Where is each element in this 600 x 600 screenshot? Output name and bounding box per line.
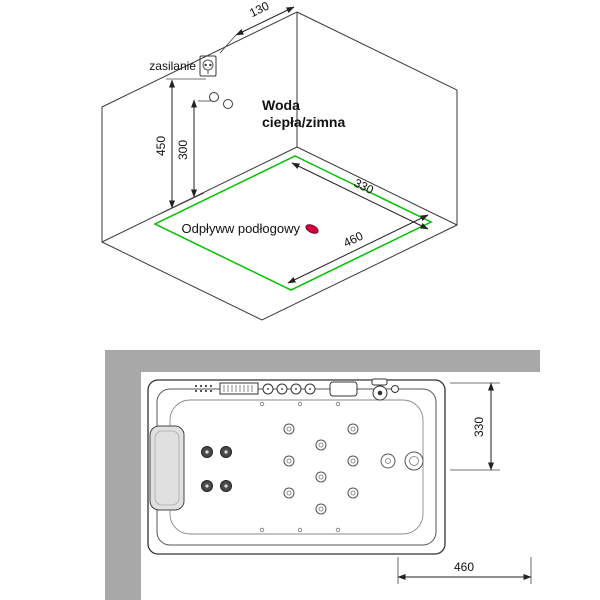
water-label-line2: ciepła/zimna — [262, 114, 345, 130]
isometric-room-view: 330 460 Odpływw podłogowy 130 zasilanie — [101, 0, 458, 321]
control-knobs — [262, 383, 316, 395]
dim-socket-130-label: 130 — [247, 0, 271, 20]
large-jet-center — [385, 458, 391, 464]
dim-power-450-label: 450 — [154, 136, 168, 156]
dim-water-300: 300 — [176, 99, 212, 198]
dim-drain-330: 330 — [291, 162, 429, 230]
faucet — [371, 378, 399, 401]
plan-dim-460: 460 — [397, 557, 532, 584]
speaker-panel — [329, 381, 358, 397]
control-panel — [219, 382, 259, 395]
back-jets — [201, 446, 232, 492]
room-floor-left-edge — [101, 146, 298, 243]
power-socket-icon — [199, 55, 217, 77]
floor-jets — [283, 423, 359, 515]
floor-drain-label: Odpływw podłogowy — [181, 221, 300, 236]
room-floor-right-edge — [296, 146, 458, 226]
floor-drain-marker — [305, 224, 319, 234]
water-connection-icons — [209, 92, 233, 109]
tub-outer-rim — [147, 379, 446, 555]
headrest-pillow — [149, 425, 185, 511]
bathtub-top-view — [147, 378, 446, 555]
wall-left — [105, 350, 141, 600]
large-jet — [380, 453, 396, 469]
wall-top — [105, 350, 540, 372]
plan-dim-330: 330 — [450, 382, 500, 471]
wall-jets — [259, 401, 341, 533]
water-label-line1: Woda — [262, 97, 300, 113]
dim-socket-130: 130 — [219, 0, 295, 54]
room-box-outline — [101, 11, 458, 321]
plan-dim-460-label: 460 — [454, 560, 474, 574]
plan-view: 330 460 — [105, 350, 540, 600]
power-label: zasilanie — [149, 59, 196, 73]
keypad-dots — [194, 384, 213, 393]
tub-drain — [404, 451, 424, 471]
tub-drain-center — [409, 456, 419, 466]
dim-water-300-label: 300 — [176, 140, 190, 160]
plan-dim-330-label: 330 — [472, 417, 486, 437]
